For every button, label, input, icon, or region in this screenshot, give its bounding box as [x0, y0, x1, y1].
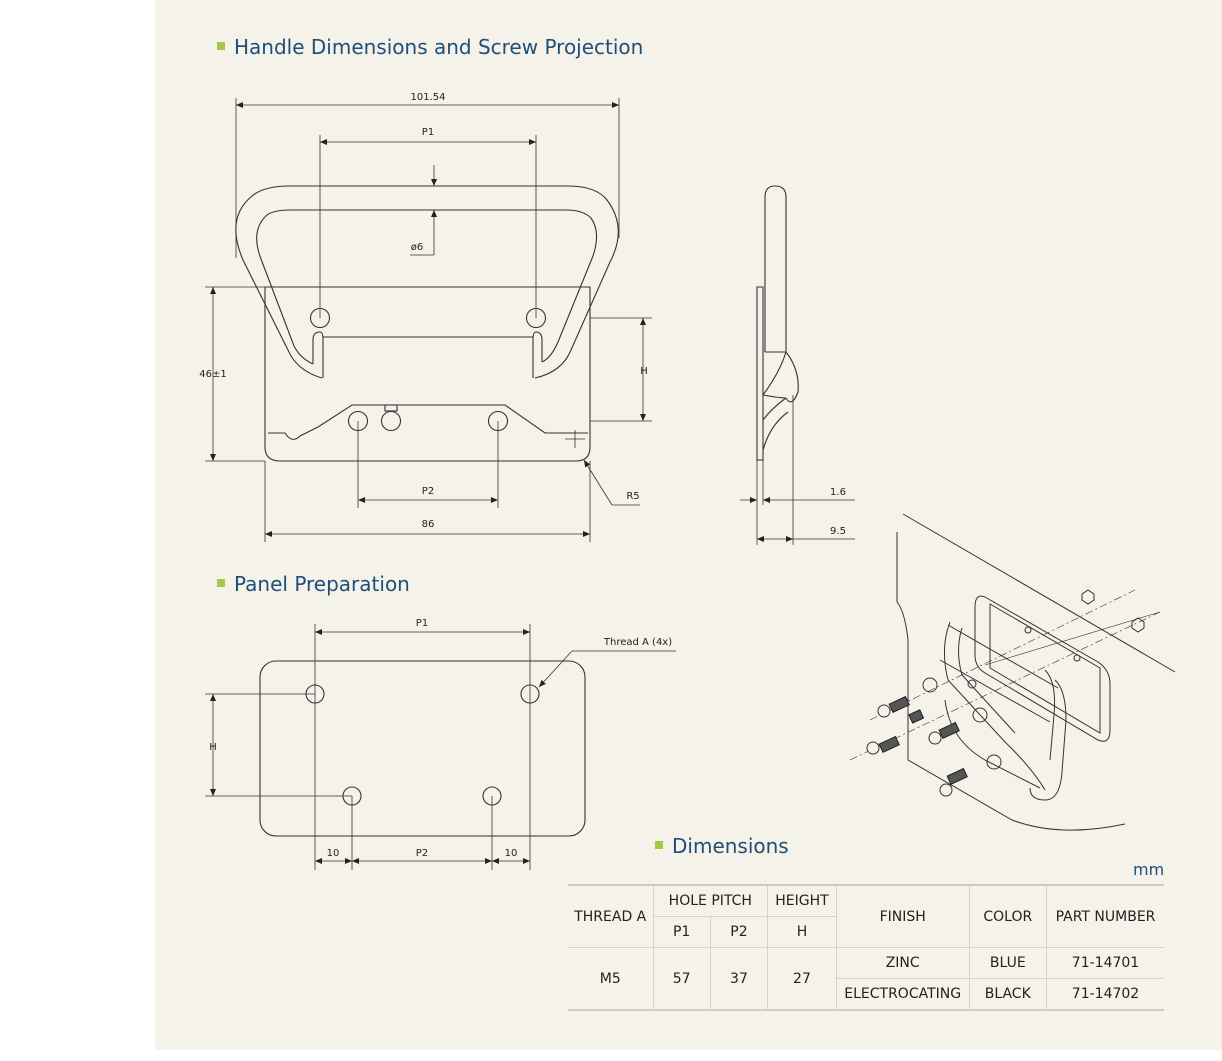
dim-h: H — [640, 366, 648, 377]
cell-finish: ZINC — [836, 947, 970, 979]
panel-dim-edge-right: 10 — [505, 848, 518, 859]
green-bullet-icon — [217, 42, 225, 50]
cell-p1: 57 — [653, 947, 711, 1011]
dim-diameter: ø6 — [411, 242, 423, 253]
header-hole-pitch: HOLE PITCH — [653, 884, 769, 917]
dim-projection: 9.5 — [830, 526, 846, 537]
dim-p2: P2 — [422, 486, 434, 497]
panel-dim-h: H — [209, 742, 217, 753]
table-row: ELECTROCATING BLACK 71-14702 — [568, 978, 1164, 1011]
header-p1: P1 — [653, 916, 711, 948]
handle-section-title: Handle Dimensions and Screw Projection — [217, 35, 643, 59]
table-header-row: THREAD A HOLE PITCH HEIGHT FINISH COLOR … — [568, 884, 1164, 948]
header-thread: THREAD A — [568, 884, 654, 948]
handle-side-view — [756, 185, 799, 461]
green-bullet-icon — [655, 841, 663, 849]
cell-p2: 37 — [710, 947, 769, 1011]
cell-color: BLACK — [969, 978, 1048, 1011]
cell-h: 27 — [767, 947, 837, 1011]
header-h: H — [767, 916, 837, 948]
dim-base-width: 86 — [422, 519, 435, 530]
cell-color: BLUE — [969, 947, 1048, 979]
panel-dim-p1: P1 — [416, 618, 428, 629]
dim-radius: R5 — [626, 491, 639, 502]
exploded-isometric-view — [849, 513, 1176, 831]
cell-part-number: 71-14701 — [1046, 947, 1164, 979]
dim-height: 46±1 — [199, 369, 226, 380]
cell-part-number: 71-14702 — [1046, 978, 1164, 1011]
cell-thread: M5 — [568, 947, 654, 1011]
dim-overall-width: 101.54 — [411, 92, 446, 103]
panel-section-title: Panel Preparation — [217, 572, 410, 596]
panel-dim-p2: P2 — [416, 848, 428, 859]
dimensions-table: THREAD A HOLE PITCH HEIGHT FINISH COLOR … — [568, 884, 1164, 1011]
panel-dim-edge-left: 10 — [327, 848, 340, 859]
green-bullet-icon — [217, 579, 225, 587]
cell-finish: ELECTROCATING — [836, 978, 970, 1011]
dim-p1: P1 — [422, 127, 434, 138]
dim-thickness: 1.6 — [830, 487, 846, 498]
header-part-number: PART NUMBER — [1046, 884, 1164, 948]
panel-thread-note: Thread A (4x) — [603, 637, 672, 648]
panel-cutout-drawing — [259, 660, 586, 837]
header-color: COLOR — [969, 884, 1048, 948]
unit-label: mm — [1133, 860, 1165, 879]
handle-front-view — [235, 185, 619, 462]
header-p2: P2 — [710, 916, 769, 948]
table-subheader-row: P1 P2 H — [568, 916, 1164, 948]
header-finish: FINISH — [836, 884, 970, 948]
header-height: HEIGHT — [767, 884, 837, 917]
catalog-page — [155, 0, 1222, 1050]
dimensions-section-title: Dimensions — [655, 834, 789, 858]
table-row: M5 57 37 27 ZINC BLUE 71-14701 — [568, 947, 1164, 1011]
